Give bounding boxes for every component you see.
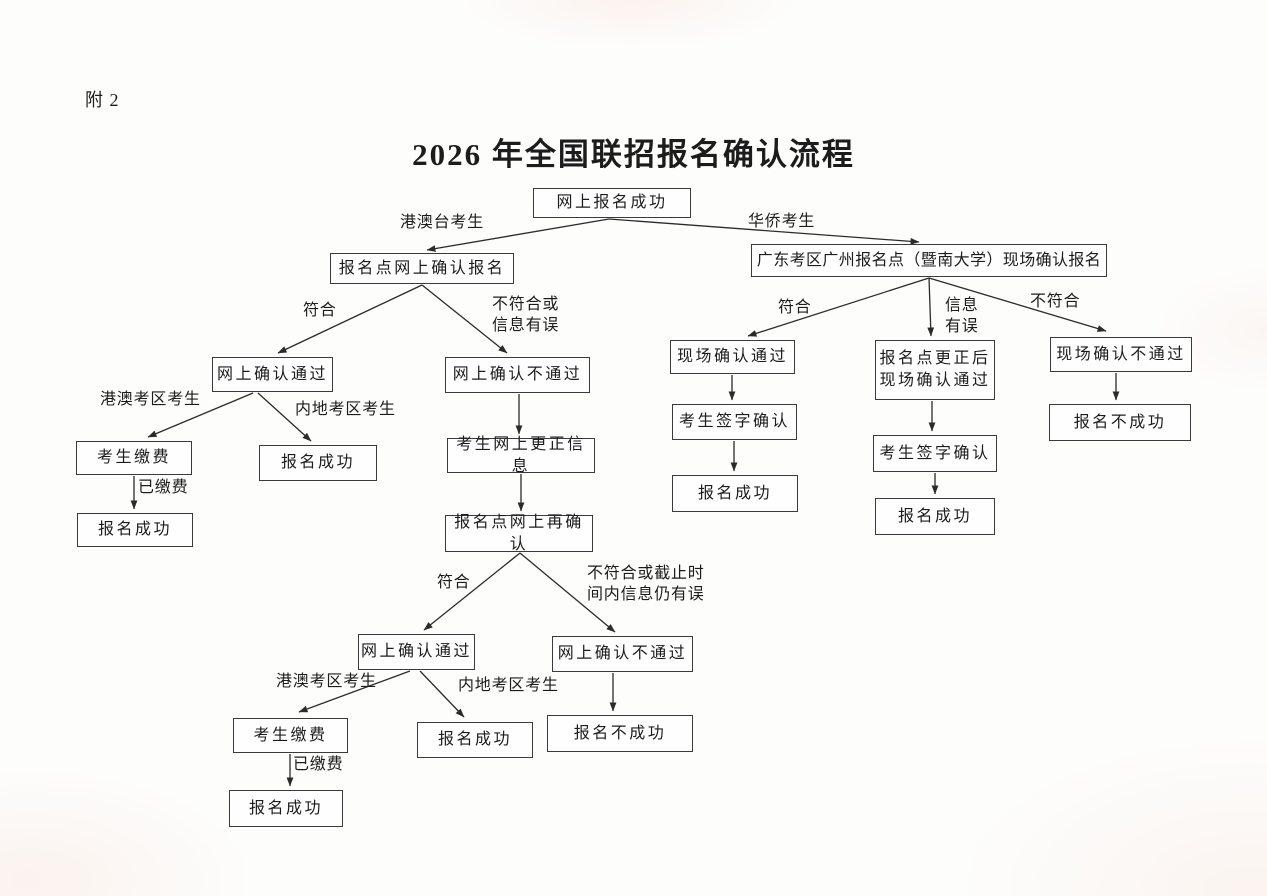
label-info-error-3: 信息 有误 — [945, 297, 979, 335]
label-fit-2: 符合 — [437, 574, 471, 591]
node-candidate-signature-1: 考生签字确认 — [672, 404, 797, 440]
node-registration-unsuccessful-2: 报名不成功 — [1049, 404, 1191, 441]
node-registration-success-4: 报名成功 — [417, 722, 533, 758]
arrow-reconfirm-to-online-fail2 — [519, 552, 616, 633]
label-paid-1: 已缴费 — [138, 479, 189, 496]
arrow-start-to-gd — [608, 218, 920, 245]
node-corrected-onsite-confirm-pass: 报名点更正后 现场确认通过 — [875, 340, 995, 400]
node-registration-success-3: 报名成功 — [229, 790, 343, 827]
node-registration-unsuccessful-1: 报名不成功 — [547, 715, 693, 752]
arrow-gd-to-corrected — [927, 277, 935, 337]
node-onsite-confirm-fail: 现场确认不通过 — [1050, 337, 1192, 372]
label-unfit-or-info-error-1: 不符合或 信息有误 — [492, 296, 560, 334]
node-online-confirm-fail-2: 网上确认不通过 — [552, 636, 693, 672]
label-unfit-or-deadline-error-2: 不符合或截止时 间内信息仍有误 — [587, 565, 705, 603]
label-hk-macao-zone-1: 港澳考区考生 — [100, 391, 201, 408]
label-mainland-zone-1: 内地考区考生 — [295, 401, 396, 418]
label-unfit-3: 不符合 — [1030, 293, 1081, 310]
node-registration-success-2: 报名成功 — [259, 445, 377, 481]
node-online-confirm-pass-1: 网上确认通过 — [212, 357, 333, 392]
label-fit-1: 符合 — [303, 302, 337, 319]
node-onsite-confirm-pass: 现场确认通过 — [670, 340, 795, 374]
arrow-reconfirm-to-online-pass2 — [423, 552, 521, 631]
node-candidate-pay-2: 考生缴费 — [233, 718, 348, 753]
label-hk-macao-taiwan-candidates: 港澳台考生 — [400, 214, 485, 231]
arrow-pass1-to-success2 — [257, 392, 312, 442]
node-guangdong-onsite-confirm: 广东考区广州报名点（暨南大学）现场确认报名 — [751, 244, 1107, 277]
label-hk-macao-zone-2: 港澳考区考生 — [276, 673, 377, 690]
node-registration-success-5: 报名成功 — [672, 475, 798, 512]
arrow-gd-to-site-fail — [928, 277, 1107, 332]
label-overseas-chinese-candidates: 华侨考生 — [748, 213, 816, 230]
label-fit-3: 符合 — [778, 299, 812, 316]
node-registration-point-reconfirm: 报名点网上再确认 — [445, 514, 593, 553]
arrow-pass2-to-pay2 — [298, 670, 411, 713]
arrow-hmt-to-online-fail1 — [421, 284, 508, 354]
node-candidate-correct-info: 考生网上更正信息 — [447, 436, 595, 475]
arrow-gd-to-site-pass — [747, 277, 930, 337]
label-mainland-zone-2: 内地考区考生 — [458, 677, 559, 694]
node-candidate-signature-2: 考生签字确认 — [873, 435, 997, 472]
node-registration-point-online-confirm: 报名点网上确认报名 — [330, 253, 514, 284]
label-paid-2: 已缴费 — [293, 756, 344, 773]
node-online-confirm-pass-2: 网上确认通过 — [358, 634, 475, 670]
node-online-registration-success: 网上报名成功 — [533, 188, 691, 218]
page-title: 2026 年全国联招报名确认流程 — [412, 137, 855, 172]
node-online-confirm-fail-1: 网上确认不通过 — [445, 357, 590, 393]
arrow-pass1-to-pay1 — [147, 392, 254, 438]
arrow-start-to-hmt — [426, 218, 610, 252]
arrow-hmt-to-online-pass1 — [277, 284, 423, 354]
appendix-label: 附 2 — [85, 90, 120, 110]
node-candidate-pay-1: 考生缴费 — [76, 441, 192, 475]
arrow-pass2-to-success4 — [419, 670, 465, 718]
node-registration-success-1: 报名成功 — [77, 513, 193, 547]
node-registration-success-6: 报名成功 — [875, 498, 995, 535]
